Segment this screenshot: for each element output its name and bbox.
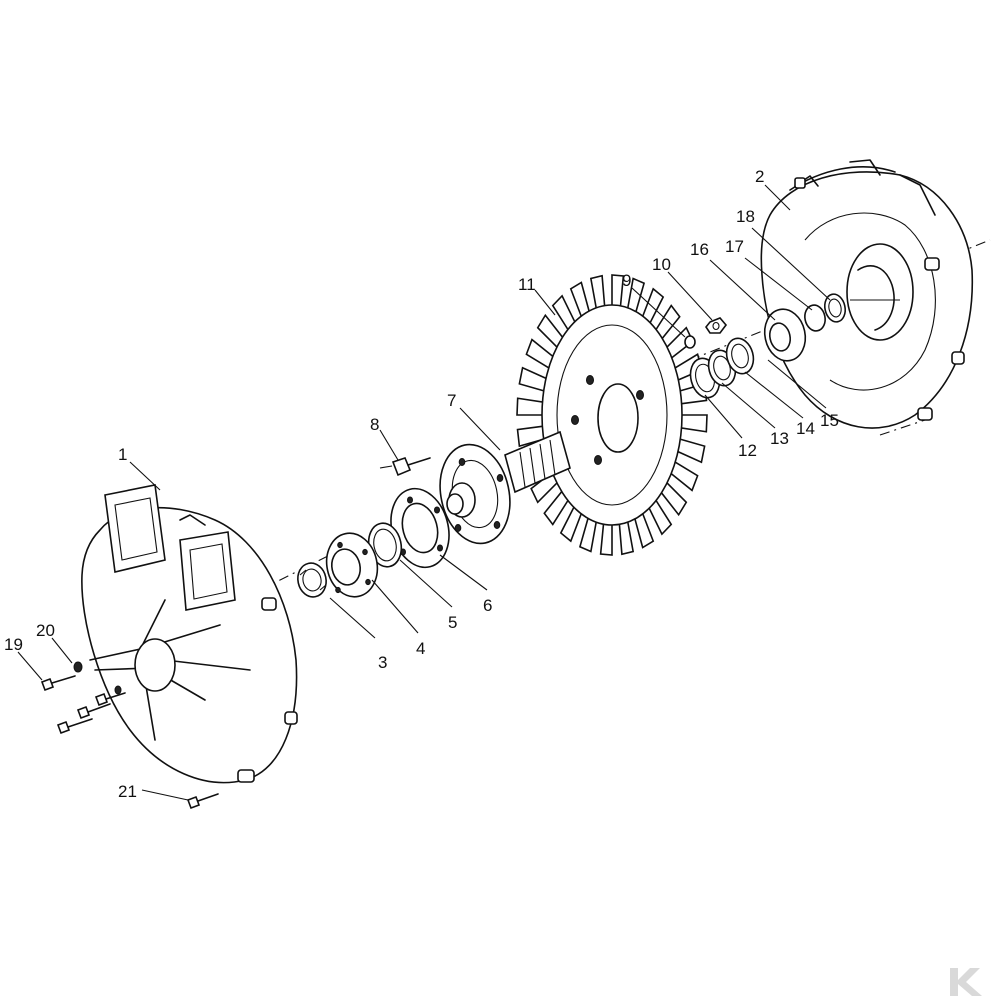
part-18-ring [823,293,847,323]
label-part-5: 5 [448,613,457,632]
part-2-rear-housing [760,159,974,429]
part-14-ring [725,337,755,375]
part-20-washer [73,661,122,695]
part-4-bearing [325,532,379,598]
part-19-screw [40,675,126,735]
label-part-16: 16 [690,240,709,259]
label-part-2: 2 [755,167,764,186]
label-part-10: 10 [652,255,671,274]
leader-lines [17,184,831,801]
label-part-21: 21 [118,782,137,801]
brand-k-logo-icon [950,968,982,996]
label-part-12: 12 [738,441,757,460]
label-part-20: 20 [36,621,55,640]
label-part-17: 17 [725,237,744,256]
fan-blade [678,414,708,433]
label-part-18: 18 [736,207,755,226]
label-part-6: 6 [483,596,492,615]
part-9-washer [684,335,696,349]
label-part-14: 14 [796,419,815,438]
label-part-8: 8 [370,415,379,434]
part-8-bolt [379,457,431,477]
part-21-screw [186,793,219,810]
part-7-shaft-hub [439,430,571,545]
fan-blade [516,397,546,416]
part-number-labels: 1 2 3 4 5 6 7 8 9 10 11 12 13 14 15 16 1… [4,167,839,801]
label-part-9: 9 [622,271,631,290]
part-17-ring [804,304,826,332]
part-1-front-housing [81,484,298,784]
label-part-4: 4 [416,639,425,658]
label-part-19: 19 [4,635,23,654]
part-10-nut [705,317,728,334]
part-3-retaining-ring [297,562,327,598]
label-part-11: 11 [518,275,536,294]
label-part-13: 13 [770,429,789,448]
label-part-7: 7 [447,391,456,410]
label-part-3: 3 [378,653,387,672]
part-11-fan-wheel [516,274,708,556]
label-part-15: 15 [820,411,839,430]
label-part-1: 1 [118,445,127,464]
part-16-bearing [763,308,807,362]
